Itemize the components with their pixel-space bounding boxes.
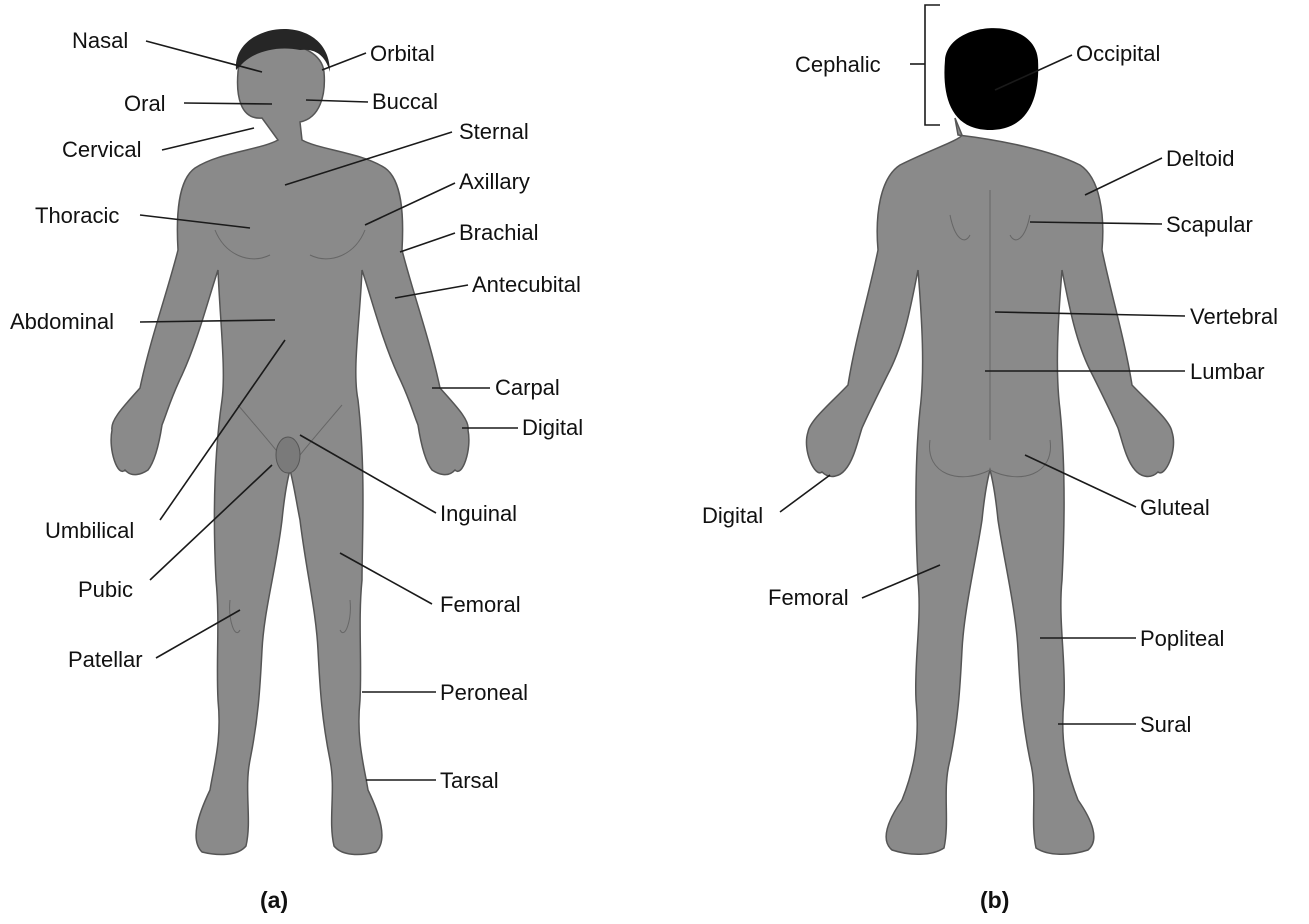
label-popliteal: Popliteal bbox=[1140, 626, 1224, 651]
label-nasal: Nasal bbox=[72, 28, 128, 53]
label-digital-posterior: Digital bbox=[702, 503, 763, 528]
posterior-head bbox=[944, 28, 1038, 130]
label-scapular: Scapular bbox=[1166, 212, 1253, 237]
label-umbilical: Umbilical bbox=[45, 518, 134, 543]
posterior-figure: Cephalic Occipital Deltoid Scapular Vert… bbox=[702, 5, 1278, 913]
caption-b: (b) bbox=[980, 887, 1009, 913]
label-femoral-posterior: Femoral bbox=[768, 585, 849, 610]
label-sternal: Sternal bbox=[459, 119, 529, 144]
label-peroneal: Peroneal bbox=[440, 680, 528, 705]
label-orbital: Orbital bbox=[370, 41, 435, 66]
label-digital-anterior: Digital bbox=[522, 415, 583, 440]
caption-a: (a) bbox=[260, 887, 288, 913]
label-pubic: Pubic bbox=[78, 577, 133, 602]
label-vertebral: Vertebral bbox=[1190, 304, 1278, 329]
label-abdominal: Abdominal bbox=[10, 309, 114, 334]
label-brachial: Brachial bbox=[459, 220, 538, 245]
label-cervical: Cervical bbox=[62, 137, 141, 162]
label-patellar: Patellar bbox=[68, 647, 143, 672]
label-antecubital: Antecubital bbox=[472, 272, 581, 297]
anterior-figure: Nasal Orbital Oral Buccal Cervical Stern… bbox=[10, 28, 583, 913]
label-gluteal: Gluteal bbox=[1140, 495, 1210, 520]
cephalic-bracket bbox=[925, 5, 940, 125]
label-femoral-anterior: Femoral bbox=[440, 592, 521, 617]
label-oral: Oral bbox=[124, 91, 166, 116]
label-tarsal: Tarsal bbox=[440, 768, 499, 793]
label-carpal: Carpal bbox=[495, 375, 560, 400]
label-lumbar: Lumbar bbox=[1190, 359, 1265, 384]
label-cephalic: Cephalic bbox=[795, 52, 881, 77]
label-inguinal: Inguinal bbox=[440, 501, 517, 526]
label-occipital: Occipital bbox=[1076, 41, 1160, 66]
label-buccal: Buccal bbox=[372, 89, 438, 114]
genital-shape bbox=[276, 437, 300, 473]
label-axillary: Axillary bbox=[459, 169, 530, 194]
label-sural: Sural bbox=[1140, 712, 1191, 737]
label-deltoid: Deltoid bbox=[1166, 146, 1234, 171]
label-thoracic: Thoracic bbox=[35, 203, 119, 228]
